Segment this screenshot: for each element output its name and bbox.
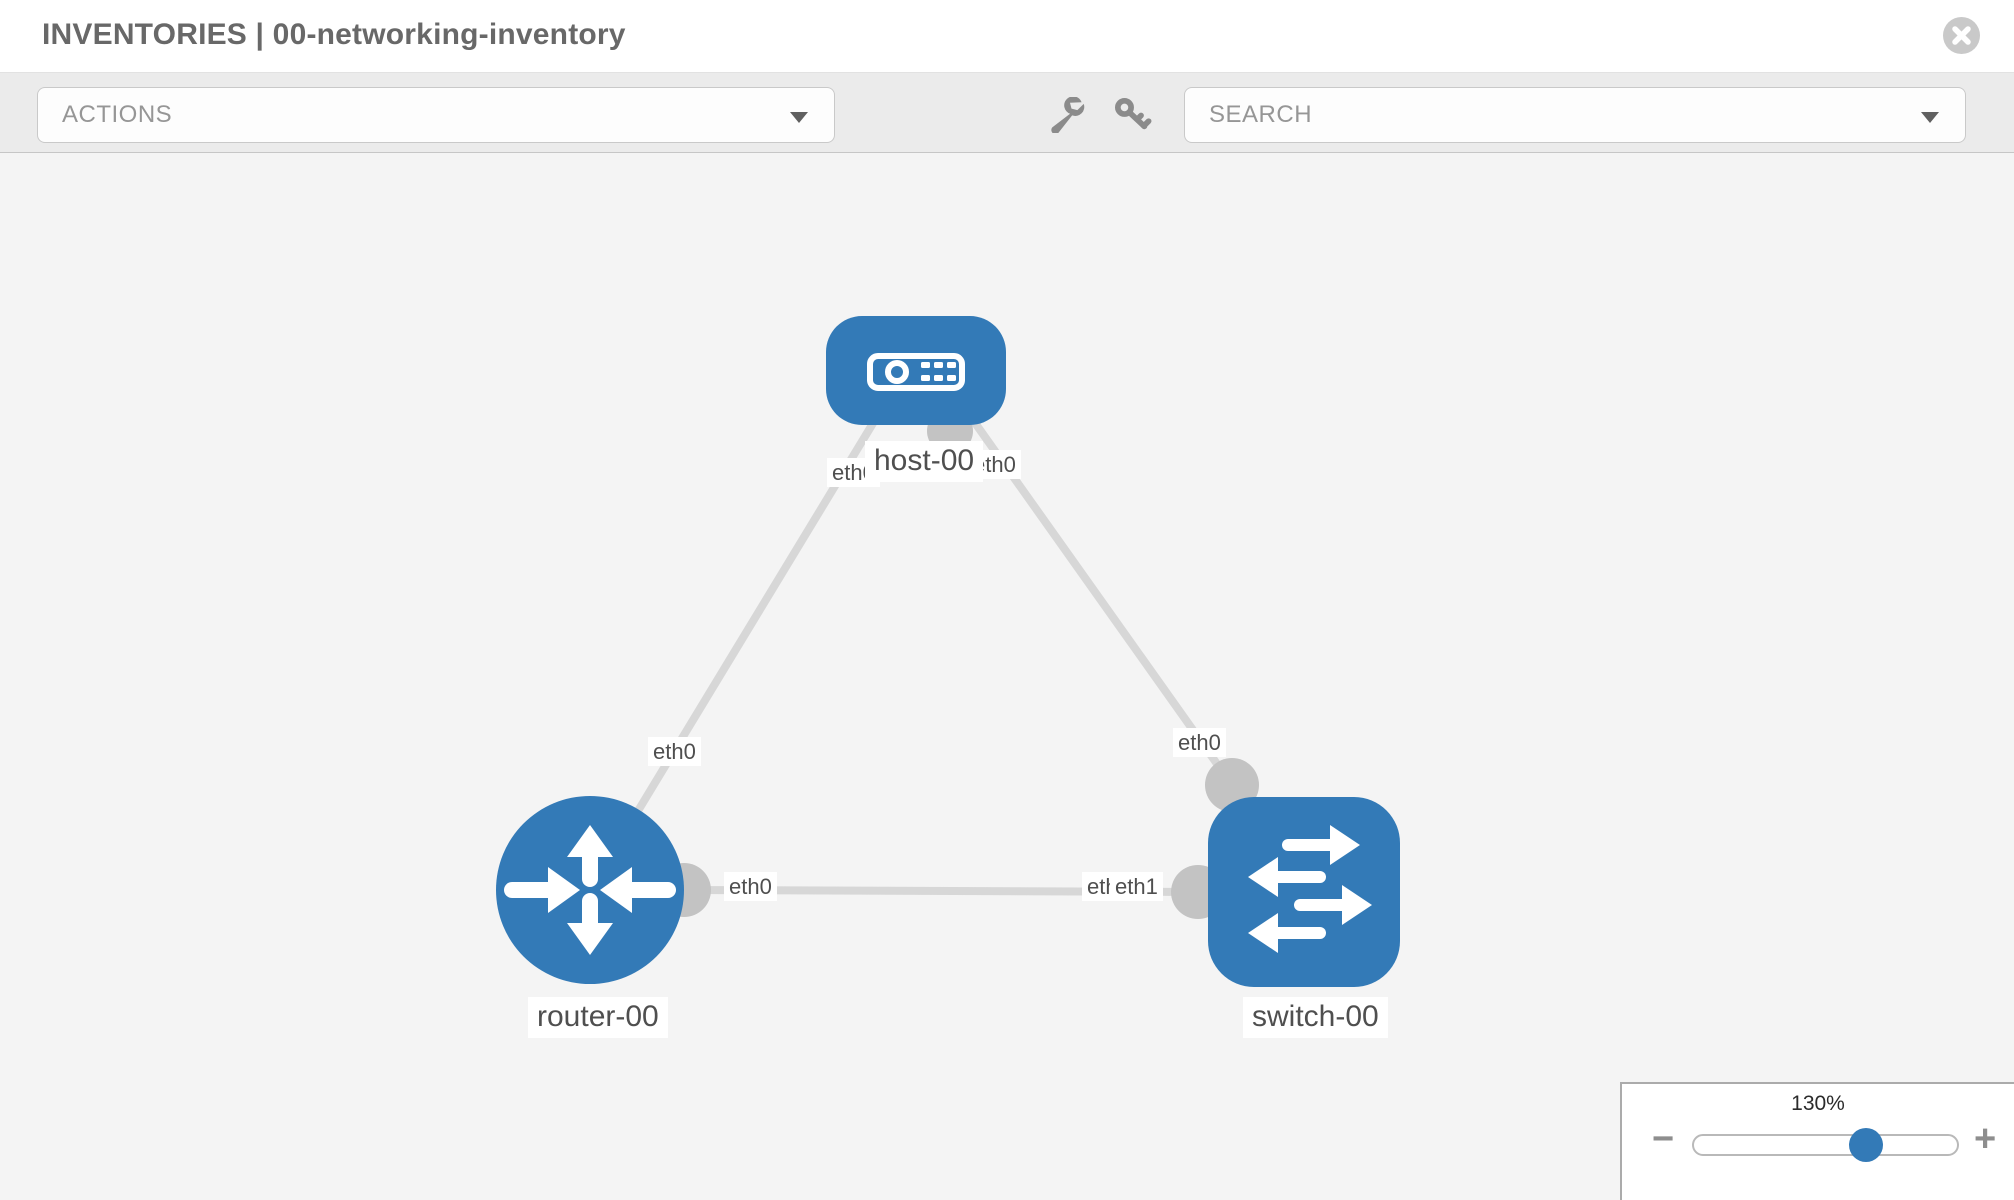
topology-canvas[interactable]: eth0 eth0 eth0 host-00 eth0 eth0 eth0 et… bbox=[0, 153, 2014, 1200]
chevron-down-icon bbox=[1921, 112, 1939, 123]
zoom-level: 130% bbox=[1791, 1092, 1845, 1115]
search-dropdown[interactable]: SEARCH bbox=[1184, 87, 1966, 143]
zoom-panel: 130% − + bbox=[1620, 1082, 2014, 1200]
host-server-icon bbox=[867, 353, 965, 391]
search-dropdown-label: SEARCH bbox=[1209, 101, 1313, 128]
actions-dropdown-label: ACTIONS bbox=[62, 101, 173, 128]
close-icon bbox=[1952, 26, 1971, 45]
page-title: INVENTORIES | 00-networking-inventory bbox=[42, 18, 626, 51]
zoom-in-button[interactable]: + bbox=[1974, 1118, 1997, 1160]
toolbar: ACTIONS SEARCH bbox=[0, 72, 2014, 153]
iface-label: eth1 bbox=[1110, 872, 1163, 902]
switch-arrows-icon bbox=[1248, 825, 1372, 953]
zoom-slider[interactable] bbox=[1692, 1128, 1959, 1162]
node-label-host: host-00 bbox=[865, 441, 984, 482]
actions-dropdown[interactable]: ACTIONS bbox=[37, 87, 835, 143]
wrench-button[interactable] bbox=[1047, 96, 1085, 138]
node-label-switch: switch-00 bbox=[1243, 997, 1388, 1038]
node-router-00[interactable] bbox=[496, 796, 684, 984]
key-icon bbox=[1115, 97, 1152, 130]
iface-label: eth0 bbox=[724, 872, 777, 902]
node-switch-00[interactable] bbox=[1208, 797, 1400, 987]
key-button[interactable] bbox=[1114, 97, 1152, 138]
header: INVENTORIES | 00-networking-inventory bbox=[0, 0, 2014, 72]
node-label-router: router-00 bbox=[528, 997, 668, 1038]
close-button[interactable] bbox=[1943, 17, 1980, 54]
wrench-icon bbox=[1051, 96, 1085, 135]
iface-label: eth0 bbox=[648, 737, 701, 767]
iface-label: eth0 bbox=[1173, 728, 1226, 758]
zoom-slider-thumb[interactable] bbox=[1849, 1128, 1883, 1162]
router-arrows-icon bbox=[504, 825, 676, 955]
chevron-down-icon bbox=[790, 112, 808, 123]
node-host-00[interactable] bbox=[826, 316, 1006, 425]
zoom-out-button[interactable]: − bbox=[1652, 1118, 1675, 1160]
